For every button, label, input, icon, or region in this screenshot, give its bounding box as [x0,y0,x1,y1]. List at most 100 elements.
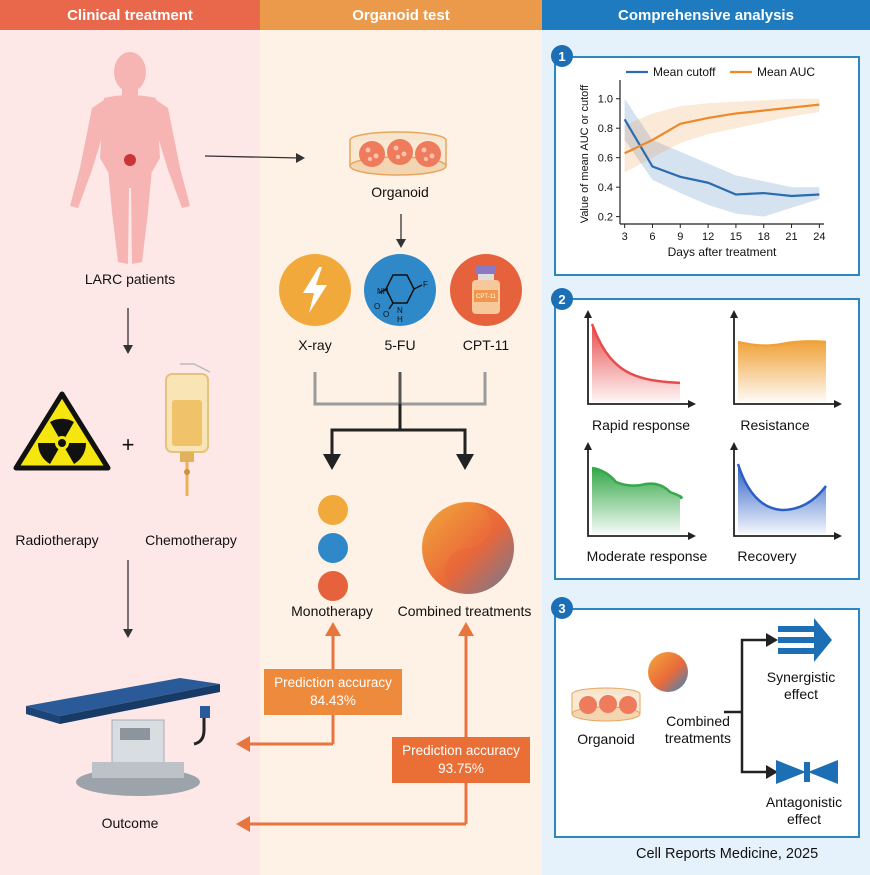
pattern-area-1 [738,341,826,402]
y-tick-label: 0.4 [598,182,613,194]
plus-sign: + [121,432,135,457]
x-tick-label: 18 [758,231,770,243]
y-axis-label: Value of mean AUC or cutoff [579,84,591,223]
combined-treatment-icon [422,502,514,594]
xray-label: X-ray [298,337,332,353]
x-tick-label: 24 [813,231,825,243]
panel-3-diagram [571,618,838,784]
p3-combined-label-2: treatments [664,730,732,746]
x-tick-label: 9 [677,231,683,243]
pattern-label-recovery: Recovery [737,548,797,564]
combined-treatments-label: Combined treatments [397,603,532,619]
pattern-axes-2 [587,448,690,537]
organoid-dish-icon [349,131,447,176]
x-tick-label: 15 [730,231,742,243]
panel-1-number: 1 [551,45,573,67]
human-body-figure [70,52,190,264]
arrow-organoid-to-drugs [396,214,406,248]
accuracy-box-monotherapy: Prediction accuracy 84.43% [264,669,402,715]
operating-table-icon [26,678,220,796]
x-tick-label: 3 [622,231,628,243]
header-clinical: Clinical treatment [0,0,260,30]
x-tick-label: 12 [702,231,714,243]
p3-antagonistic-label-2: effect [787,811,821,827]
tumor-marker [124,154,136,166]
pattern-curve-3 [736,463,827,512]
pattern-axis-arrow [688,400,696,408]
5fu-drug-icon [364,254,436,326]
accuracy-box-combined: Prediction accuracy 93.75% [392,737,530,783]
outcome-label: Outcome [101,815,159,831]
x-axis-label: Days after treatment [668,245,777,259]
cpt11-label: CPT-11 [462,337,510,353]
series-band-0 [624,98,820,217]
p3-synergistic-label-2: effect [784,686,818,702]
pattern-plot-0 [584,310,696,408]
radiation-icon [13,391,111,471]
pattern-axes-1 [733,316,836,405]
y-tick-label: 0.2 [598,212,613,224]
accuracy-mono-value: 84.43% [310,693,356,708]
arrow-treatment-to-outcome [123,560,133,638]
5fu-atom-nh: NH [377,287,389,296]
pattern-plot-3 [730,442,842,540]
panel-2-number: 2 [551,288,573,310]
monotherapy-label: Monotherapy [291,603,373,619]
pattern-label-resistance: Resistance [740,417,810,433]
5fu-atom-o2: O [383,310,390,319]
pattern-plot-2 [584,442,696,540]
drug-merge-connector [313,372,487,470]
header-organoid: Organoid test [260,0,542,30]
pattern-label-rapid: Rapid response [591,417,691,433]
chemotherapy-label: Chemotherapy [145,532,237,548]
pattern-axis-arrow [584,442,592,450]
5fu-label: 5-FU [384,337,416,353]
pattern-axis-arrow [834,400,842,408]
pattern-axis-arrow [730,310,738,318]
pattern-label-moderate: Moderate response [586,548,708,564]
pattern-area-2 [592,468,682,534]
pattern-axis-arrow [834,532,842,540]
pattern-curve-1 [737,340,827,347]
pattern-area-0 [592,324,680,402]
pattern-curve-2 [591,466,683,500]
5fu-atom-o1: O [374,302,381,311]
accuracy-combined-value: 93.75% [438,761,484,776]
organoid-label: Organoid [371,184,429,200]
y-tick-label: 0.8 [598,123,613,135]
legend-label-0: Mean cutoff [653,65,716,79]
citation: Cell Reports Medicine, 2025 [636,846,819,862]
pattern-plot-1 [730,310,842,408]
accuracy-arrows [236,622,474,832]
x-tick-label: 6 [649,231,655,243]
x-tick-label: 21 [785,231,797,243]
5fu-atom-n: N [397,306,403,315]
patients-label: LARC patients [84,271,176,287]
header-analysis: Comprehensive analysis [542,0,870,30]
y-tick-label: 1.0 [598,94,613,106]
y-tick-label: 0.6 [598,153,613,165]
5fu-atom-f: F [423,280,428,289]
arrow-patients-to-organoid [204,153,305,163]
arrow-patients-to-treatment [123,308,133,354]
response-patterns [584,310,842,540]
accuracy-combined-title: Prediction accuracy [402,743,520,758]
p3-combined-label-1: Combined [666,713,730,729]
panel-3-number: 3 [551,597,573,619]
series-band-1 [624,98,820,173]
pattern-axes-3 [733,448,836,537]
radiotherapy-label: Radiotherapy [15,532,99,548]
series-line-0 [623,118,820,198]
pattern-axis-arrow [730,442,738,450]
monotherapy-circles [318,495,348,601]
p3-synergistic-label-1: Synergistic [766,669,836,685]
series-line-1 [624,103,820,155]
accuracy-mono-title: Prediction accuracy [274,675,392,690]
panel-1 [554,56,860,276]
cpt11-drug-icon [450,254,522,326]
5fu-atom-h: H [397,315,403,324]
pattern-axes-0 [587,316,690,405]
pattern-area-3 [738,464,826,534]
p3-organoid-label: Organoid [577,731,635,747]
